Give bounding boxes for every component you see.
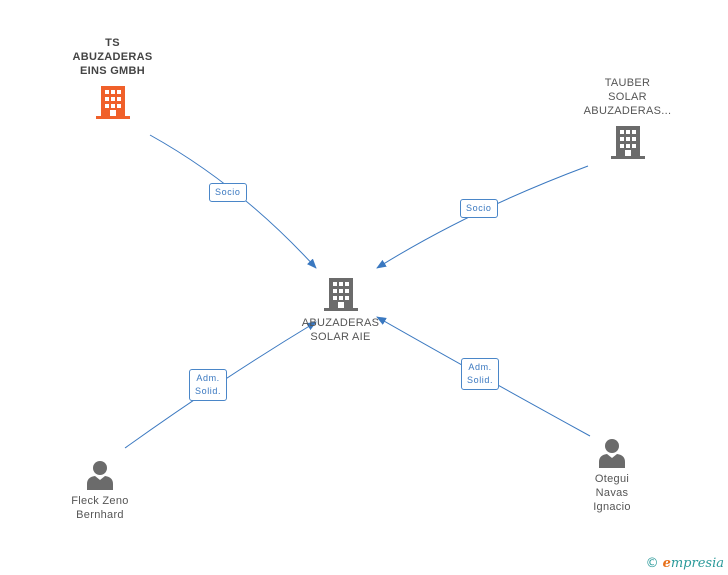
node-label: TAUBER SOLAR ABUZADERAS... (583, 77, 672, 117)
node-ts-abuzaderas-eins[interactable]: TS ABUZADERAS EINS GMBH (55, 36, 170, 120)
copyright-icon: © (645, 556, 659, 571)
edge-label-ts-socio[interactable]: Socio (209, 183, 247, 202)
node-label: Fleck Zeno Bernhard (71, 495, 129, 521)
person-icon (599, 439, 625, 468)
building-icon (610, 126, 645, 159)
building-icon (95, 86, 130, 119)
node-tauber-solar[interactable]: TAUBER SOLAR ABUZADERAS... (570, 76, 685, 160)
empresia-logo: ©empresia (645, 556, 724, 571)
edge-label-tauber-socio[interactable]: Socio (460, 199, 498, 218)
node-otegui-navas-ignacio[interactable]: Otegui Navas Ignacio (557, 438, 667, 514)
edge-label-fleck-adm-solid[interactable]: Adm. Solid. (189, 369, 228, 401)
person-icon (87, 461, 113, 490)
node-label: ABUZADERAS SOLAR AIE (301, 317, 380, 343)
node-fleck-zeno-bernhard[interactable]: Fleck Zeno Bernhard (45, 460, 155, 522)
node-label: TS ABUZADERAS EINS GMBH (72, 37, 153, 77)
node-label: Otegui Navas Ignacio (593, 473, 631, 513)
node-abuzaderas-solar-aie[interactable]: ABUZADERAS SOLAR AIE (283, 276, 398, 344)
building-icon (323, 278, 358, 311)
edge-label-otegui-adm-solid[interactable]: Adm. Solid. (461, 358, 500, 390)
